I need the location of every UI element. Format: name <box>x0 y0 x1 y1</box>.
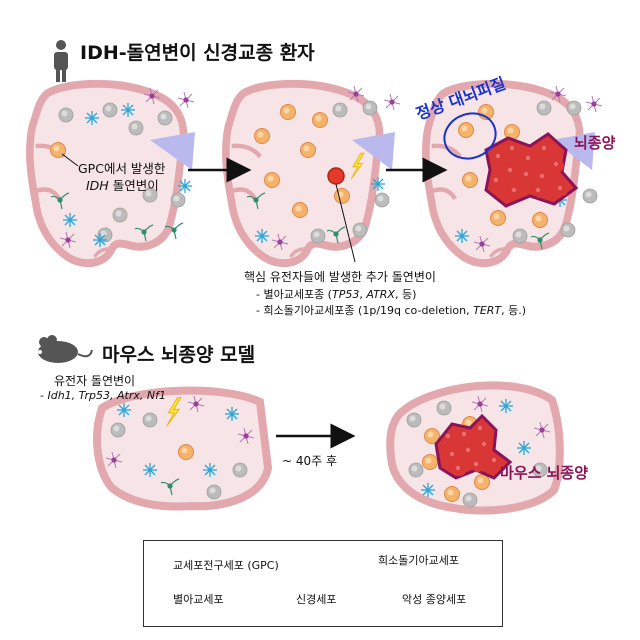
legend-tumor: 악성 종양세포 <box>402 593 467 606</box>
gpc-label-line1: GPC에서 발생한 <box>78 161 166 176</box>
gpc-label-line2: IDH 돌연변이 <box>86 178 159 193</box>
ventricle-1 <box>150 132 195 170</box>
human-title: IDH-돌연변이 신경교종 환자 <box>80 42 315 64</box>
mutant-cell <box>327 167 345 185</box>
mouse-genes: - Idh1, Trp53, Atrx, Nf1 <box>40 389 166 402</box>
oligo-mutation-line: - 희소돌기아교세포종 (1p/19q co-deletion, TERT, 등… <box>256 304 527 317</box>
person-icon <box>54 40 68 82</box>
astro-mutation-line: - 별아교세포종 (TP53, ATRX, 등) <box>256 288 417 301</box>
legend-oligo: 희소돌기아교세포 <box>378 554 459 567</box>
legend <box>143 540 503 627</box>
ventricle-3 <box>552 132 595 170</box>
legend-neuron: 신경세포 <box>296 593 337 606</box>
mouse-mutation-title: 유전자 돌연변이 <box>54 374 136 388</box>
mouse-title: 마우스 뇌종양 모델 <box>102 344 256 366</box>
mouse-icon <box>38 335 93 363</box>
human-tumor-label: 뇌종양 <box>574 134 616 152</box>
time-label: ~ 40주 후 <box>282 454 338 468</box>
legend-astro: 별아교세포 <box>173 593 224 606</box>
ventricle-2 <box>352 132 395 170</box>
legend-gpc: 교세포전구세포 (GPC) <box>173 559 279 572</box>
mouse-tumor-label: 마우스 뇌종양 <box>500 464 589 482</box>
normal-cortex-ring <box>443 112 497 160</box>
additional-mutation-title: 핵심 유전자들에 발생한 추가 돌연변이 <box>244 270 436 284</box>
